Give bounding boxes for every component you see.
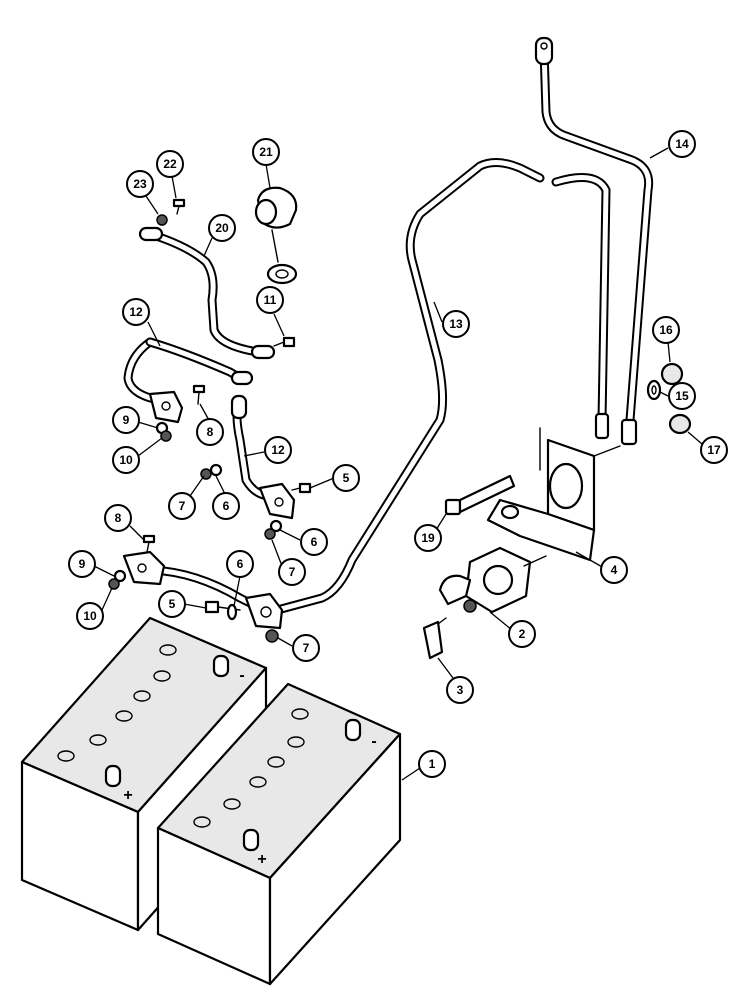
svg-text:7: 7 [289,565,296,579]
callout-19: 19 [414,524,442,552]
hardware-nut-9-10-upper [155,421,172,442]
hardware-nut-7-lower [265,629,279,643]
callout-2: 2 [508,620,536,648]
svg-text:21: 21 [259,145,273,159]
jumper-cable-upper [123,337,254,424]
svg-text:23: 23 [133,177,147,191]
callout-16: 16 [652,316,680,344]
callout-14: 14 [668,130,696,158]
callout-7-lower: 7 [292,634,320,662]
svg-text:17: 17 [707,443,721,457]
svg-text:20: 20 [215,221,229,235]
negative-sign-rear: - [239,667,244,684]
svg-text:12: 12 [129,305,143,319]
svg-text:12: 12 [271,443,285,457]
battery-terminal-cable [122,550,284,630]
switch-mounting-bracket [486,427,621,562]
callout-4: 4 [600,556,628,584]
callout-9-upper: 9 [112,406,140,434]
cap-17 [668,413,692,435]
callout-3: 3 [446,676,474,704]
bracket-bolt [444,474,516,516]
svg-text:6: 6 [223,499,230,513]
switch-cable [534,36,654,446]
svg-text:5: 5 [343,471,350,485]
callout-23: 23 [126,170,154,198]
callout-8-lower: 8 [104,504,132,532]
hardware-bolt-8-lower [142,534,156,553]
callout-12-upper: 12 [122,298,150,326]
terminal-cover-cap [254,186,298,285]
svg-text:8: 8 [207,425,214,439]
svg-text:3: 3 [457,683,464,697]
svg-text:14: 14 [675,137,689,151]
callout-12-lower: 12 [264,436,292,464]
svg-text:2: 2 [519,627,526,641]
callout-17: 17 [700,436,728,464]
svg-text:10: 10 [83,609,97,623]
callout-15: 15 [668,382,696,410]
hardware-bolt-8-upper [192,384,206,405]
svg-text:7: 7 [303,641,310,655]
callout-6-mid: 6 [212,492,240,520]
battery-front: + - [156,682,402,986]
svg-text:9: 9 [79,557,86,571]
svg-text:13: 13 [449,317,463,331]
callout-6-right: 6 [300,528,328,556]
callout-7-right: 7 [278,558,306,586]
positive-sign-rear: + [123,787,132,804]
negative-sign-front: - [371,733,376,750]
callout-8-upper: 8 [196,418,224,446]
nut-16 [660,362,684,386]
svg-text:1: 1 [429,757,436,771]
switch-key [422,617,447,660]
callout-22: 22 [156,150,184,178]
svg-text:11: 11 [264,293,277,307]
callout-5-mid: 5 [332,464,360,492]
svg-text:10: 10 [119,453,133,467]
svg-text:19: 19 [421,531,435,545]
hardware-bolt-5-lower [204,600,241,621]
svg-text:15: 15 [675,389,689,403]
svg-text:22: 22 [163,157,177,171]
callout-20: 20 [208,214,236,242]
svg-text:7: 7 [179,499,186,513]
hardware-nuts-9-10-lower [108,569,127,590]
svg-text:6: 6 [311,535,318,549]
hardware-bolt-22 [172,198,186,215]
callout-9-lower: 9 [68,550,96,578]
callout-7-mid: 7 [168,492,196,520]
callout-leaders [93,147,703,781]
ground-strap [138,226,276,360]
hardware-nuts-6-7-right [264,519,283,540]
callout-6-lower: 6 [226,550,254,578]
washer-15 [646,379,662,401]
svg-text:8: 8 [115,511,122,525]
callout-13: 13 [442,310,470,338]
jumper-cable-lower [230,394,296,520]
hardware-nut-23 [156,214,168,226]
battery-disconnect-switch [438,546,547,614]
svg-text:4: 4 [611,563,618,577]
svg-text:9: 9 [123,413,130,427]
positive-sign-front: + [257,851,266,868]
svg-text:5: 5 [169,597,176,611]
main-battery-cable [265,158,545,617]
callout-11: 11 [256,286,284,314]
svg-text:6: 6 [237,557,244,571]
callout-5-lower: 5 [158,590,186,618]
callout-1: 1 [418,750,446,778]
hardware-bolt-11 [273,336,296,348]
callout-10-lower: 10 [76,602,104,630]
callout-10-upper: 10 [112,446,140,474]
svg-text:16: 16 [659,323,673,337]
hardware-bolt-5-mid [291,482,312,494]
callout-21: 21 [252,138,280,166]
